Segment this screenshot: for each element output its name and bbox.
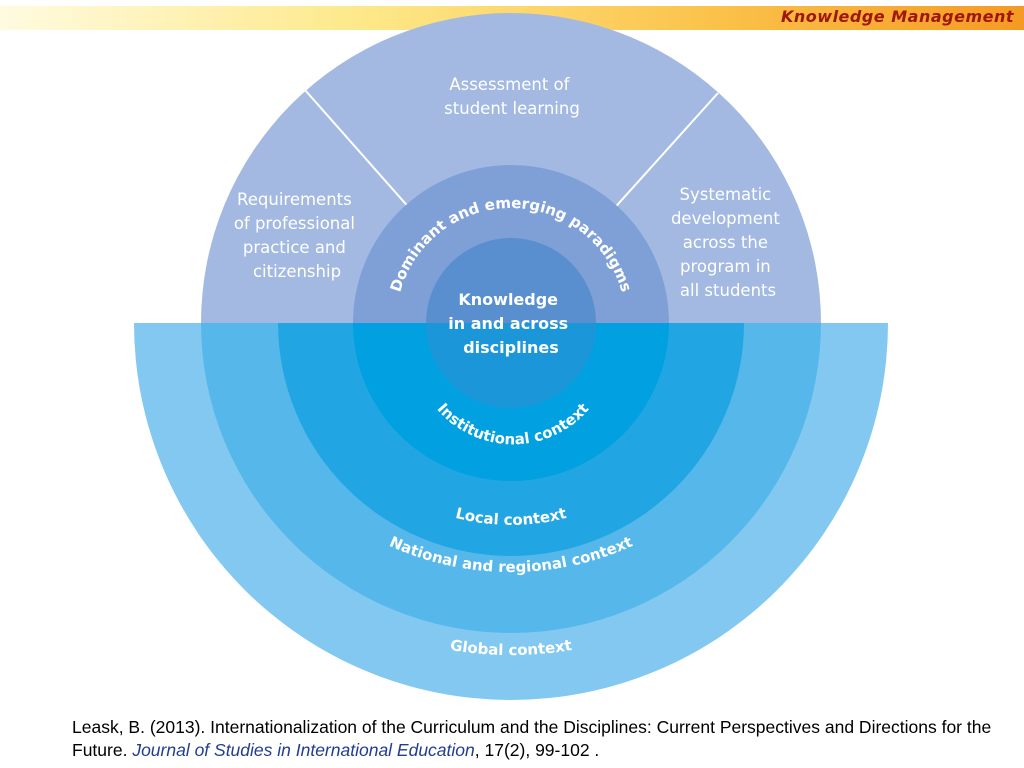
center-disc-lower bbox=[426, 323, 596, 408]
lower-rings bbox=[134, 323, 888, 700]
citation-journal: Journal of Studies in International Educ… bbox=[132, 740, 475, 760]
segment-label-requirements: Requirements of professional practice an… bbox=[234, 190, 360, 281]
citation-details: , 17(2), 99-102 . bbox=[474, 740, 600, 760]
segment-label-assessment: Assessment of student learning bbox=[444, 75, 580, 118]
header-title: Knowledge Management bbox=[781, 7, 1014, 26]
citation-authors: Leask, B. (2013). Internationalization o… bbox=[72, 717, 992, 760]
segment-label-systematic: Systematic development across the progra… bbox=[671, 185, 785, 300]
center-label: Knowledge in and across disciplines bbox=[448, 290, 573, 357]
citation: Leask, B. (2013). Internationalization o… bbox=[72, 716, 1002, 762]
global-context-label: Global context bbox=[449, 636, 573, 659]
